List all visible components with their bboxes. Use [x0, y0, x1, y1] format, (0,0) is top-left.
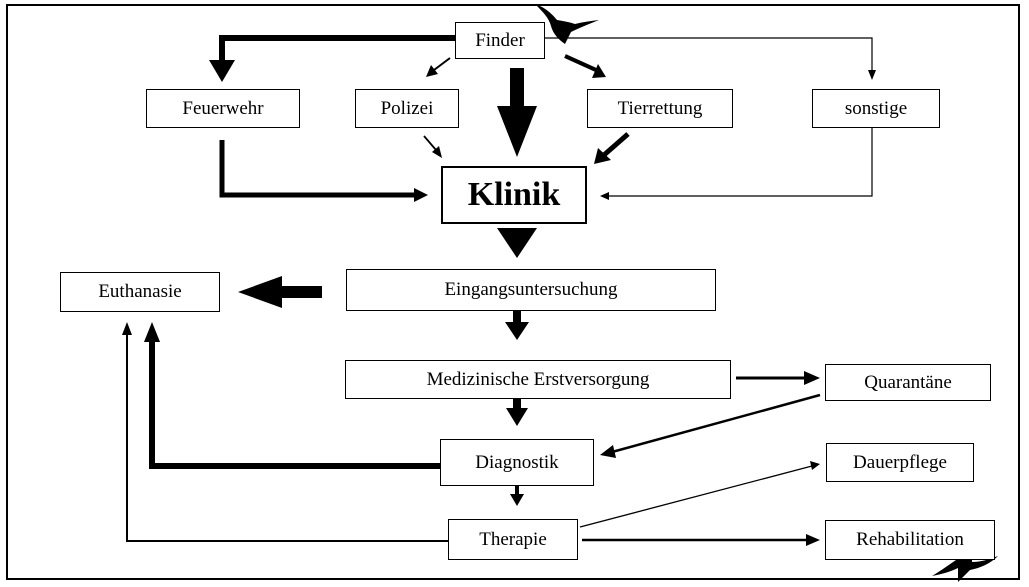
node-klinik: Klinik [441, 166, 587, 224]
arrowhead-tierrettung [592, 64, 606, 78]
edge-quarantaene-diagnostik [611, 393, 821, 454]
diagram-frame [6, 4, 1020, 580]
arrowhead-tierrettung-klinik [594, 148, 611, 164]
arrowhead-therapie-euthanasie [122, 322, 132, 335]
arrowhead-feuerwehr-klinik [414, 188, 428, 202]
node-sonstige: sonstige [812, 89, 940, 128]
arrowhead-sonstige [868, 70, 876, 80]
swallow-icon [932, 544, 998, 582]
edge-finder-sonstige [545, 37, 873, 72]
edge-polizei-klinik [423, 135, 437, 151]
node-euthanasie: Euthanasie [60, 272, 220, 312]
edge-finder-klinik [510, 68, 524, 108]
edge-feuerwehr-klinik [219, 140, 418, 198]
arrowhead-quarantaene [804, 371, 820, 385]
node-tierrettung: Tierrettung [587, 89, 733, 128]
arrowhead-eingangsuntersuchung [497, 228, 537, 258]
arrowhead-feuerwehr [209, 60, 235, 82]
arrowhead-diagnostik-euthanasie [144, 322, 160, 342]
node-diagnostik: Diagnostik [440, 439, 594, 486]
node-rehabilitation: Rehabilitation [825, 520, 995, 560]
arrowhead-polizei [426, 65, 438, 77]
node-eingangsuntersuchung: Eingangsuntersuchung [346, 269, 716, 311]
arrowhead-rehabilitation [806, 534, 820, 546]
node-feuerwehr: Feuerwehr [146, 89, 300, 128]
arrowhead-dauerpflege [810, 461, 820, 470]
edge-sonstige-klinik [606, 128, 873, 197]
node-finder: Finder [455, 22, 545, 59]
edge-finder-feuerwehr [219, 35, 455, 62]
edge-tierrettung-klinik [602, 132, 630, 157]
arrowhead-therapie [510, 494, 524, 506]
node-medizinische-erstversorgung: Medizinische Erstversorgung [345, 360, 731, 399]
edge-therapie-dauerpflege [579, 465, 813, 528]
arrowhead-euthanasie [238, 276, 282, 308]
arrowhead-sonstige-klinik [600, 192, 609, 200]
edge-diagnostik-euthanasie [149, 340, 440, 469]
arrowhead-polizei-klinik [432, 146, 442, 158]
edge-eingang-med [513, 311, 521, 325]
edge-finder-polizei [433, 57, 451, 71]
node-therapie: Therapie [448, 519, 578, 560]
edge-finder-tierrettung [564, 54, 597, 72]
edge-med-diagnostik [513, 399, 521, 411]
arrowhead-med [505, 322, 529, 340]
node-quarantaene: Quarantäne [825, 364, 991, 401]
edge-therapie-euthanasie [126, 334, 448, 542]
node-dauerpflege: Dauerpflege [826, 443, 974, 482]
arrowhead-klinik-top [497, 106, 537, 157]
edge-eingang-euthanasie [280, 286, 322, 298]
arrowhead-quarantaene-diagnostik [600, 445, 616, 458]
swallow-icon [535, 4, 599, 44]
node-polizei: Polizei [355, 89, 459, 128]
arrowhead-diagnostik [506, 408, 528, 426]
